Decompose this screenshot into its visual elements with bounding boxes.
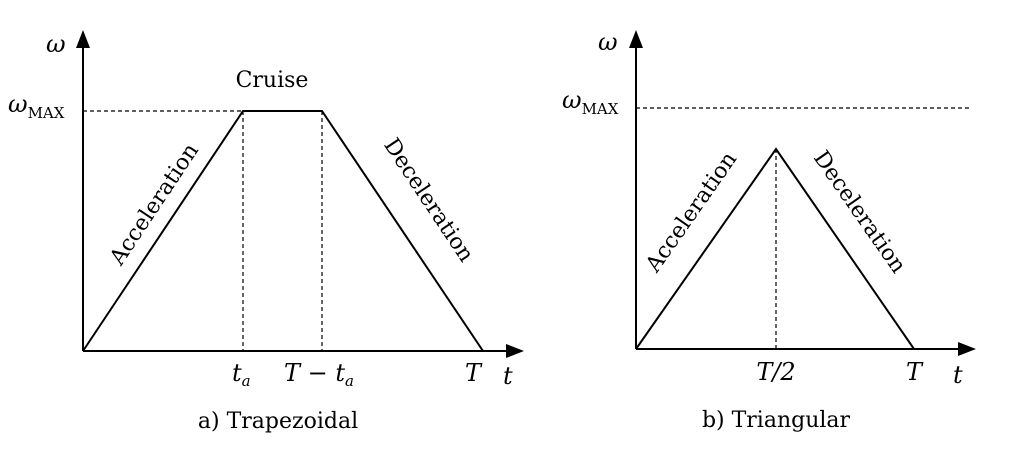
wmax-symbol: ω — [562, 86, 582, 114]
trapezoidal-profile-line — [82, 110, 484, 352]
acceleration-label: Acceleration — [105, 139, 204, 271]
trapezoidal-panel: ω t ωMAX Cruise Acceleration Deceleratio… — [8, 30, 524, 434]
triangular-panel: ω t ωMAX Acceleration Deceleration T/2 T… — [562, 28, 976, 433]
x-axis-arrowhead — [958, 342, 976, 356]
tick-t-minus-ta-subscript: a — [345, 372, 354, 390]
y-axis-label: ω — [46, 30, 66, 58]
y-axis-label: ω — [598, 28, 618, 56]
wmax-subscript: MAX — [28, 104, 65, 122]
tick-label-t-half: T/2 — [756, 358, 795, 386]
caption-trapezoidal: a) Trapezoidal — [198, 409, 358, 434]
deceleration-label: Deceleration — [808, 147, 910, 278]
caption-triangular: b) Triangular — [702, 408, 851, 433]
x-axis-arrowhead — [506, 344, 524, 358]
triangular-profile-line — [635, 147, 915, 350]
y-axis-arrowhead — [629, 30, 643, 48]
tick-ta-subscript: a — [242, 372, 251, 390]
tick-label-ta: ta — [232, 359, 251, 390]
tick-label-T: T — [906, 358, 924, 386]
tick-label-t-minus-ta: T − ta — [284, 359, 354, 390]
acceleration-label: Acceleration — [641, 148, 743, 278]
wmax-subscript: MAX — [582, 100, 619, 118]
wmax-label: ωMAX — [562, 86, 619, 118]
deceleration-label: Deceleration — [378, 134, 478, 267]
x-axis-label: t — [953, 361, 963, 389]
tick-label-T: T — [465, 359, 483, 387]
tick-t-minus-ta-symbol: T − t — [284, 359, 345, 387]
wmax-symbol: ω — [8, 90, 28, 118]
x-axis-label: t — [503, 362, 513, 390]
cruise-label: Cruise — [236, 68, 309, 93]
tick-ta-symbol: t — [232, 359, 242, 387]
wmax-label: ωMAX — [8, 90, 65, 122]
y-axis-arrowhead — [76, 30, 90, 48]
